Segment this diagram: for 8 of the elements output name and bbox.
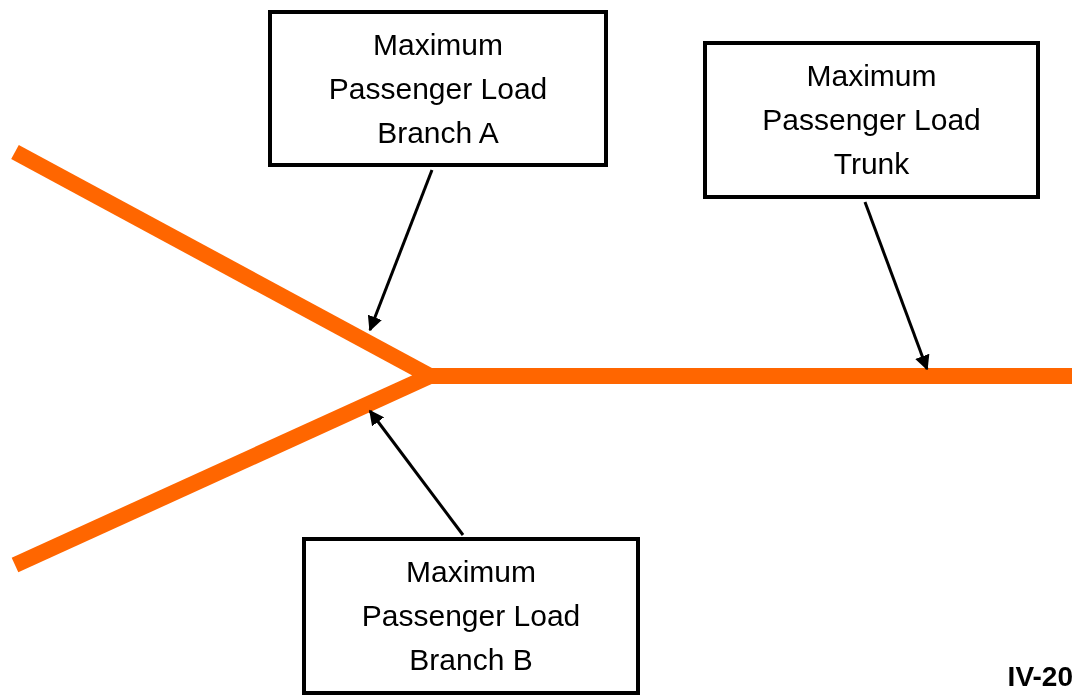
route-line — [412, 368, 1072, 384]
leader-arrow — [863, 201, 930, 371]
leader-arrow — [368, 409, 465, 536]
callout-box: Maximum Passenger Load Branch A — [268, 10, 608, 167]
leader-arrow — [367, 169, 434, 332]
callout-box: Maximum Passenger Load Trunk — [703, 41, 1040, 199]
callout-box: Maximum Passenger Load Branch B — [302, 537, 640, 695]
page-number: IV-20 — [1007, 661, 1073, 693]
